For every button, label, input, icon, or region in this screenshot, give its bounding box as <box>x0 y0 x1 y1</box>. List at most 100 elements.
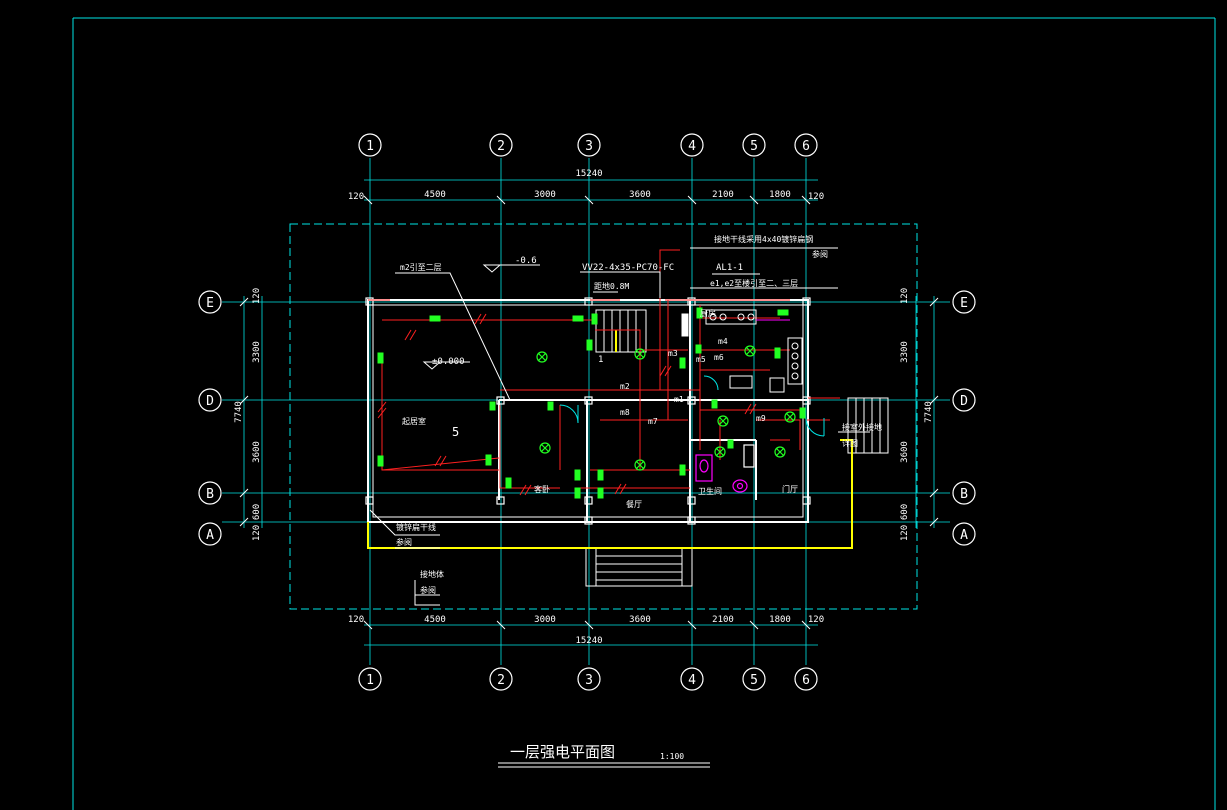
walls <box>367 299 809 523</box>
axis-label-bottom-5: 5 <box>750 673 758 688</box>
stairs <box>585 397 889 587</box>
circuit-m5: m5 <box>696 355 706 364</box>
circuit-m3: m3 <box>668 349 678 358</box>
room-living: 起居室 <box>402 416 426 426</box>
axis-label-right-e: E <box>960 296 968 311</box>
bathroom-fixtures <box>695 444 755 493</box>
circuit-m8: m8 <box>620 408 630 417</box>
circuit-m6: m6 <box>714 353 724 362</box>
right-note-ref: 详图 <box>842 438 858 448</box>
axis-label-left-d: D <box>206 394 214 409</box>
dim-span-top-2: 3000 <box>534 190 556 200</box>
leader-lines <box>369 247 870 606</box>
axis-label-right-a: A <box>960 528 968 543</box>
e-note: e1,e2至楼引至二、三层 <box>710 278 798 288</box>
vertical-dimension-text: 120 3300 7740 3600 600 120 120 3300 7740… <box>234 288 934 541</box>
vdim-right-3: 3600 <box>900 441 910 463</box>
dimension-ticks <box>239 195 939 630</box>
dim-span-bottom-3: 3600 <box>629 615 651 625</box>
axis-bubbles <box>198 133 976 691</box>
columns <box>365 297 811 525</box>
ground-top-ref: 参阅 <box>812 249 828 259</box>
right-note: 接室外接地 <box>842 422 882 432</box>
circuit-m7: m7 <box>648 417 658 426</box>
axis-label-bottom-1: 1 <box>366 673 374 688</box>
room-dining: 餐厅 <box>626 500 642 509</box>
ground-outline <box>289 223 918 610</box>
interior-stair <box>595 309 647 353</box>
dim-span-bottom-5: 1800 <box>769 615 791 625</box>
ceiling-lamps <box>536 345 796 471</box>
vdim-right-bottom: 120 <box>900 525 910 541</box>
axis-label-right-d: D <box>960 394 968 409</box>
room-bed: 客卧 <box>534 484 550 494</box>
title-underline <box>498 762 710 768</box>
circuit-m2: m2 <box>620 382 630 391</box>
vdim-left-4: 600 <box>252 504 262 520</box>
dim-span-top-4: 2100 <box>712 190 734 200</box>
kitchen-fixtures <box>705 309 803 393</box>
dim-span-top-5: 1800 <box>769 190 791 200</box>
vdim-left-3: 3600 <box>252 441 262 463</box>
annotations: -0.6 ±0.000 VV22-4x35-PC70-FC 距地0.8M AL1… <box>396 234 882 595</box>
room-kitchen: 厨房 <box>700 308 716 318</box>
axis-labels: 1 2 3 4 5 6 1 2 3 4 5 6 E D B A E D B A <box>206 139 968 688</box>
vdim-right-4: 600 <box>900 504 910 520</box>
axis-label-top-4: 4 <box>688 139 696 154</box>
cable-spec: VV22-4x35-PC70-FC <box>582 263 674 273</box>
dim-span-bottom-1: 4500 <box>424 615 446 625</box>
dimension-text: 15240 120 4500 3000 3600 2100 1800 120 1… <box>348 169 824 646</box>
distribution-panel <box>681 313 689 337</box>
dim-span-top-3: 3600 <box>629 190 651 200</box>
circuit-labels: m1 m2 m3 m4 m5 m6 m7 m8 m9 <box>620 337 766 426</box>
vdim-right-top: 120 <box>900 288 910 304</box>
dim-edge-bottom-right: 120 <box>808 615 824 625</box>
panel-height: 距地0.8M <box>594 281 629 291</box>
axis-label-bottom-4: 4 <box>688 673 696 688</box>
ground-bottom-ref: 参阅 <box>420 585 436 595</box>
dim-edge-top-right: 120 <box>808 192 824 202</box>
level-markers <box>422 264 540 370</box>
vdim-left-bottom: 120 <box>252 525 262 541</box>
axis-label-right-b: B <box>960 487 968 502</box>
dim-span-bottom-4: 2100 <box>712 615 734 625</box>
drawing-frame <box>72 17 1216 810</box>
dimension-lines <box>243 179 935 646</box>
axis-label-top-2: 2 <box>497 139 505 154</box>
circuit-m9: m9 <box>756 414 766 423</box>
axis-label-bottom-2: 2 <box>497 673 505 688</box>
stair-number: 1 <box>598 355 603 365</box>
drawing-title: 一层强电平面图 <box>510 743 615 761</box>
dim-span-top-1: 4500 <box>424 190 446 200</box>
vdim-right-2: 3300 <box>900 341 910 363</box>
vdim-left-2: 3300 <box>252 341 262 363</box>
ground-left-ref: 参阅 <box>396 537 412 547</box>
axis-label-bottom-6: 6 <box>802 673 810 688</box>
axis-label-top-3: 3 <box>585 139 593 154</box>
level-neg: -0.6 <box>515 256 537 266</box>
doors <box>559 375 825 437</box>
circuit-m1: m1 <box>674 395 684 404</box>
m2-note: m2引至二层 <box>400 263 442 272</box>
dim-edge-bottom-left: 120 <box>348 615 364 625</box>
axis-label-left-a: A <box>206 528 214 543</box>
drawing-scale: 1:100 <box>660 752 684 761</box>
axis-label-left-b: B <box>206 487 214 502</box>
circuit-m4: m4 <box>718 337 728 346</box>
room-hall: 门厅 <box>782 484 798 494</box>
axis-label-top-6: 6 <box>802 139 810 154</box>
room-bath: 卫生间 <box>698 486 722 496</box>
ground-top-note: 接地干线采用4x40镀锌扁钢 <box>714 234 813 244</box>
dim-overall-bottom: 15240 <box>575 636 602 646</box>
dim-overall-top: 15240 <box>575 169 602 179</box>
vdim-left-total: 7740 <box>234 401 244 423</box>
axis-label-top-1: 1 <box>366 139 374 154</box>
axis-label-left-e: E <box>206 296 214 311</box>
level-zero: ±0.000 <box>432 357 465 367</box>
ground-left-note: 镀锌扁干线 <box>396 522 436 532</box>
axis-label-top-5: 5 <box>750 139 758 154</box>
ground-conductor <box>367 439 853 549</box>
dim-edge-top-left: 120 <box>348 192 364 202</box>
ground-bottom-note: 接地体 <box>420 569 444 579</box>
